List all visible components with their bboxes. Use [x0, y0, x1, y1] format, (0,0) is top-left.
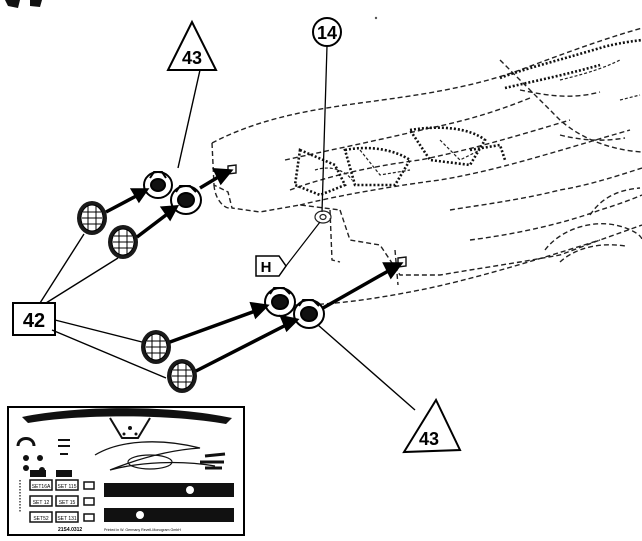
- callout-14: 14: [312, 17, 342, 213]
- callout-43-top: 43: [166, 19, 218, 169]
- decal-footer: 21S4.0312: [58, 527, 82, 533]
- arrows-lower: [169, 262, 404, 373]
- lens-upper-left: [77, 201, 107, 235]
- callout-42: 42: [12, 233, 167, 379]
- callout-43-bottom: 43: [317, 324, 462, 454]
- marker-h: H: [255, 221, 321, 277]
- lens-upper-right: [108, 225, 138, 259]
- marker-h-label: H: [261, 259, 272, 276]
- stray-mark: [374, 16, 378, 20]
- lens-lower-left: [141, 330, 171, 364]
- lens-lower-right: [167, 359, 197, 393]
- decal-plate-label-6: SET52: [33, 516, 49, 522]
- housing-lower: [264, 287, 325, 329]
- callout-14-label: 14: [317, 23, 337, 43]
- decal-copyright: Printed in W. Germany Revell-Monogram Gm…: [104, 528, 181, 532]
- decal-plate-label-5: SET 131: [57, 516, 77, 522]
- car-interior-hatching: [293, 38, 642, 197]
- callout-43-top-label: 43: [182, 48, 202, 68]
- decal-plate-label-2: SET 12: [33, 500, 50, 506]
- decal-plate-label-4: SET 115: [58, 484, 77, 490]
- housing-upper: [143, 171, 202, 215]
- callout-43-bottom-label: 43: [419, 429, 439, 449]
- decal-sheet: SET16A SET 12 SET 15 SET 115 SET 131 SET…: [7, 406, 245, 536]
- decal-plate-label-1: SET16A: [32, 484, 51, 490]
- car-interior-detail: [314, 59, 641, 181]
- callout-42-label: 42: [23, 310, 45, 332]
- decal-plate-label-3: SET 15: [59, 500, 76, 506]
- part-14-peg: [314, 210, 332, 224]
- arrows-upper: [105, 168, 234, 239]
- cropped-top-mark: [5, 0, 42, 8]
